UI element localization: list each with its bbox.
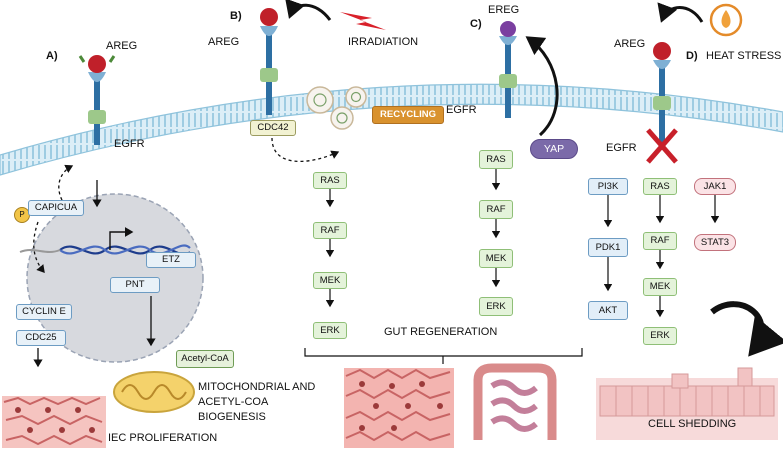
heat-arrow xyxy=(657,2,704,23)
panel-a-ligand: AREG xyxy=(106,40,138,52)
cyclin-dashed-arrow xyxy=(33,221,45,273)
panel-d-receptor: EGFR xyxy=(606,142,637,154)
mitochondria-icon xyxy=(113,371,195,413)
heat-stress-label: HEAT STRESS xyxy=(706,50,782,62)
cascade-d-ras: RAS xyxy=(643,178,677,195)
capicua-dashed-arrow xyxy=(58,164,74,201)
cascade-b-ras: RAS xyxy=(313,172,347,189)
dna-helix xyxy=(19,244,191,256)
cascade-d-raf: RAF xyxy=(643,232,677,250)
cascade-d-mek: MEK xyxy=(643,278,677,296)
irradiation-label: IRRADIATION xyxy=(348,36,419,48)
cdc25-box: CDC25 xyxy=(16,330,66,346)
mito-label-line3: BIOGENESIS xyxy=(198,411,266,423)
etz-box: ETZ xyxy=(146,252,196,268)
cascade-d-pdk1: PDK1 xyxy=(588,238,628,257)
yap-arrow xyxy=(525,36,559,137)
receptor-c xyxy=(499,21,517,118)
cyclin-e-box: CYCLIN E xyxy=(16,304,72,320)
lightning-icon xyxy=(340,12,386,30)
panel-d-label: D) xyxy=(686,50,698,62)
gut-regeneration-label: GUT REGENERATION xyxy=(384,326,498,338)
receptor-a xyxy=(78,55,116,145)
panel-b-receptor: EGFR xyxy=(446,104,477,116)
blocked-x-icon xyxy=(646,128,678,164)
cascade-d-jak1: JAK1 xyxy=(694,178,736,195)
cascade-c-raf: RAF xyxy=(479,200,513,219)
cascade-c-erk: ERK xyxy=(479,297,513,316)
panel-a-receptor: EGFR xyxy=(114,138,145,150)
flame-icon xyxy=(709,3,743,37)
cell-shedding-label: CELL SHEDDING xyxy=(648,418,737,430)
irradiation-arrow xyxy=(285,0,332,21)
panel-c-label: C) xyxy=(470,18,482,30)
cascade-b-raf: RAF xyxy=(313,222,347,239)
cell-membrane xyxy=(0,83,783,176)
mito-label-line1: MITOCHONDRIAL AND xyxy=(198,381,316,393)
mito-label-line2: ACETYL-COA xyxy=(198,396,269,408)
cascade-d-arrows xyxy=(603,195,720,318)
recycling-badge: RECYCLING xyxy=(372,106,444,124)
yap-badge: YAP xyxy=(530,139,578,159)
pnt-box: PNT xyxy=(110,277,160,293)
cascade-c-mek: MEK xyxy=(479,249,513,268)
cascade-b-erk: ERK xyxy=(313,322,347,339)
panel-a-label: A) xyxy=(46,50,58,62)
cdc42-box: CDC42 xyxy=(250,120,296,136)
cascade-c-ras: RAS xyxy=(479,150,513,169)
cascade-d-stat3: STAT3 xyxy=(694,234,736,251)
gut-regeneration-brace xyxy=(304,348,583,364)
shedding-cells xyxy=(596,367,778,440)
receptor-d xyxy=(653,42,671,150)
iec-cells xyxy=(2,396,106,448)
shedding-arrow xyxy=(710,301,783,357)
cascade-b-mek: MEK xyxy=(313,272,347,289)
recycling-vesicles xyxy=(306,86,367,130)
intestine-icon xyxy=(473,363,557,440)
regeneration-cells xyxy=(344,368,454,448)
transcription-start-arrow xyxy=(109,227,134,250)
iec-proliferation-label: IEC PROLIFERATION xyxy=(108,432,218,444)
cascade-d-akt: AKT xyxy=(588,301,628,320)
cdc42-dashed-arrow xyxy=(271,137,340,162)
capicua-box: CAPICUA xyxy=(28,200,84,216)
cascade-d-erk: ERK xyxy=(643,327,677,345)
panel-d-ligand: AREG xyxy=(614,38,646,50)
panel-b-ligand: AREG xyxy=(208,36,240,48)
panel-c-ligand: EREG xyxy=(488,4,520,16)
acetyl-coa-box: Acetyl-CoA xyxy=(176,350,234,368)
panel-b-label: B) xyxy=(230,10,242,22)
receptor-b xyxy=(260,8,278,115)
cascade-d-pi3k: PI3K xyxy=(588,178,628,195)
